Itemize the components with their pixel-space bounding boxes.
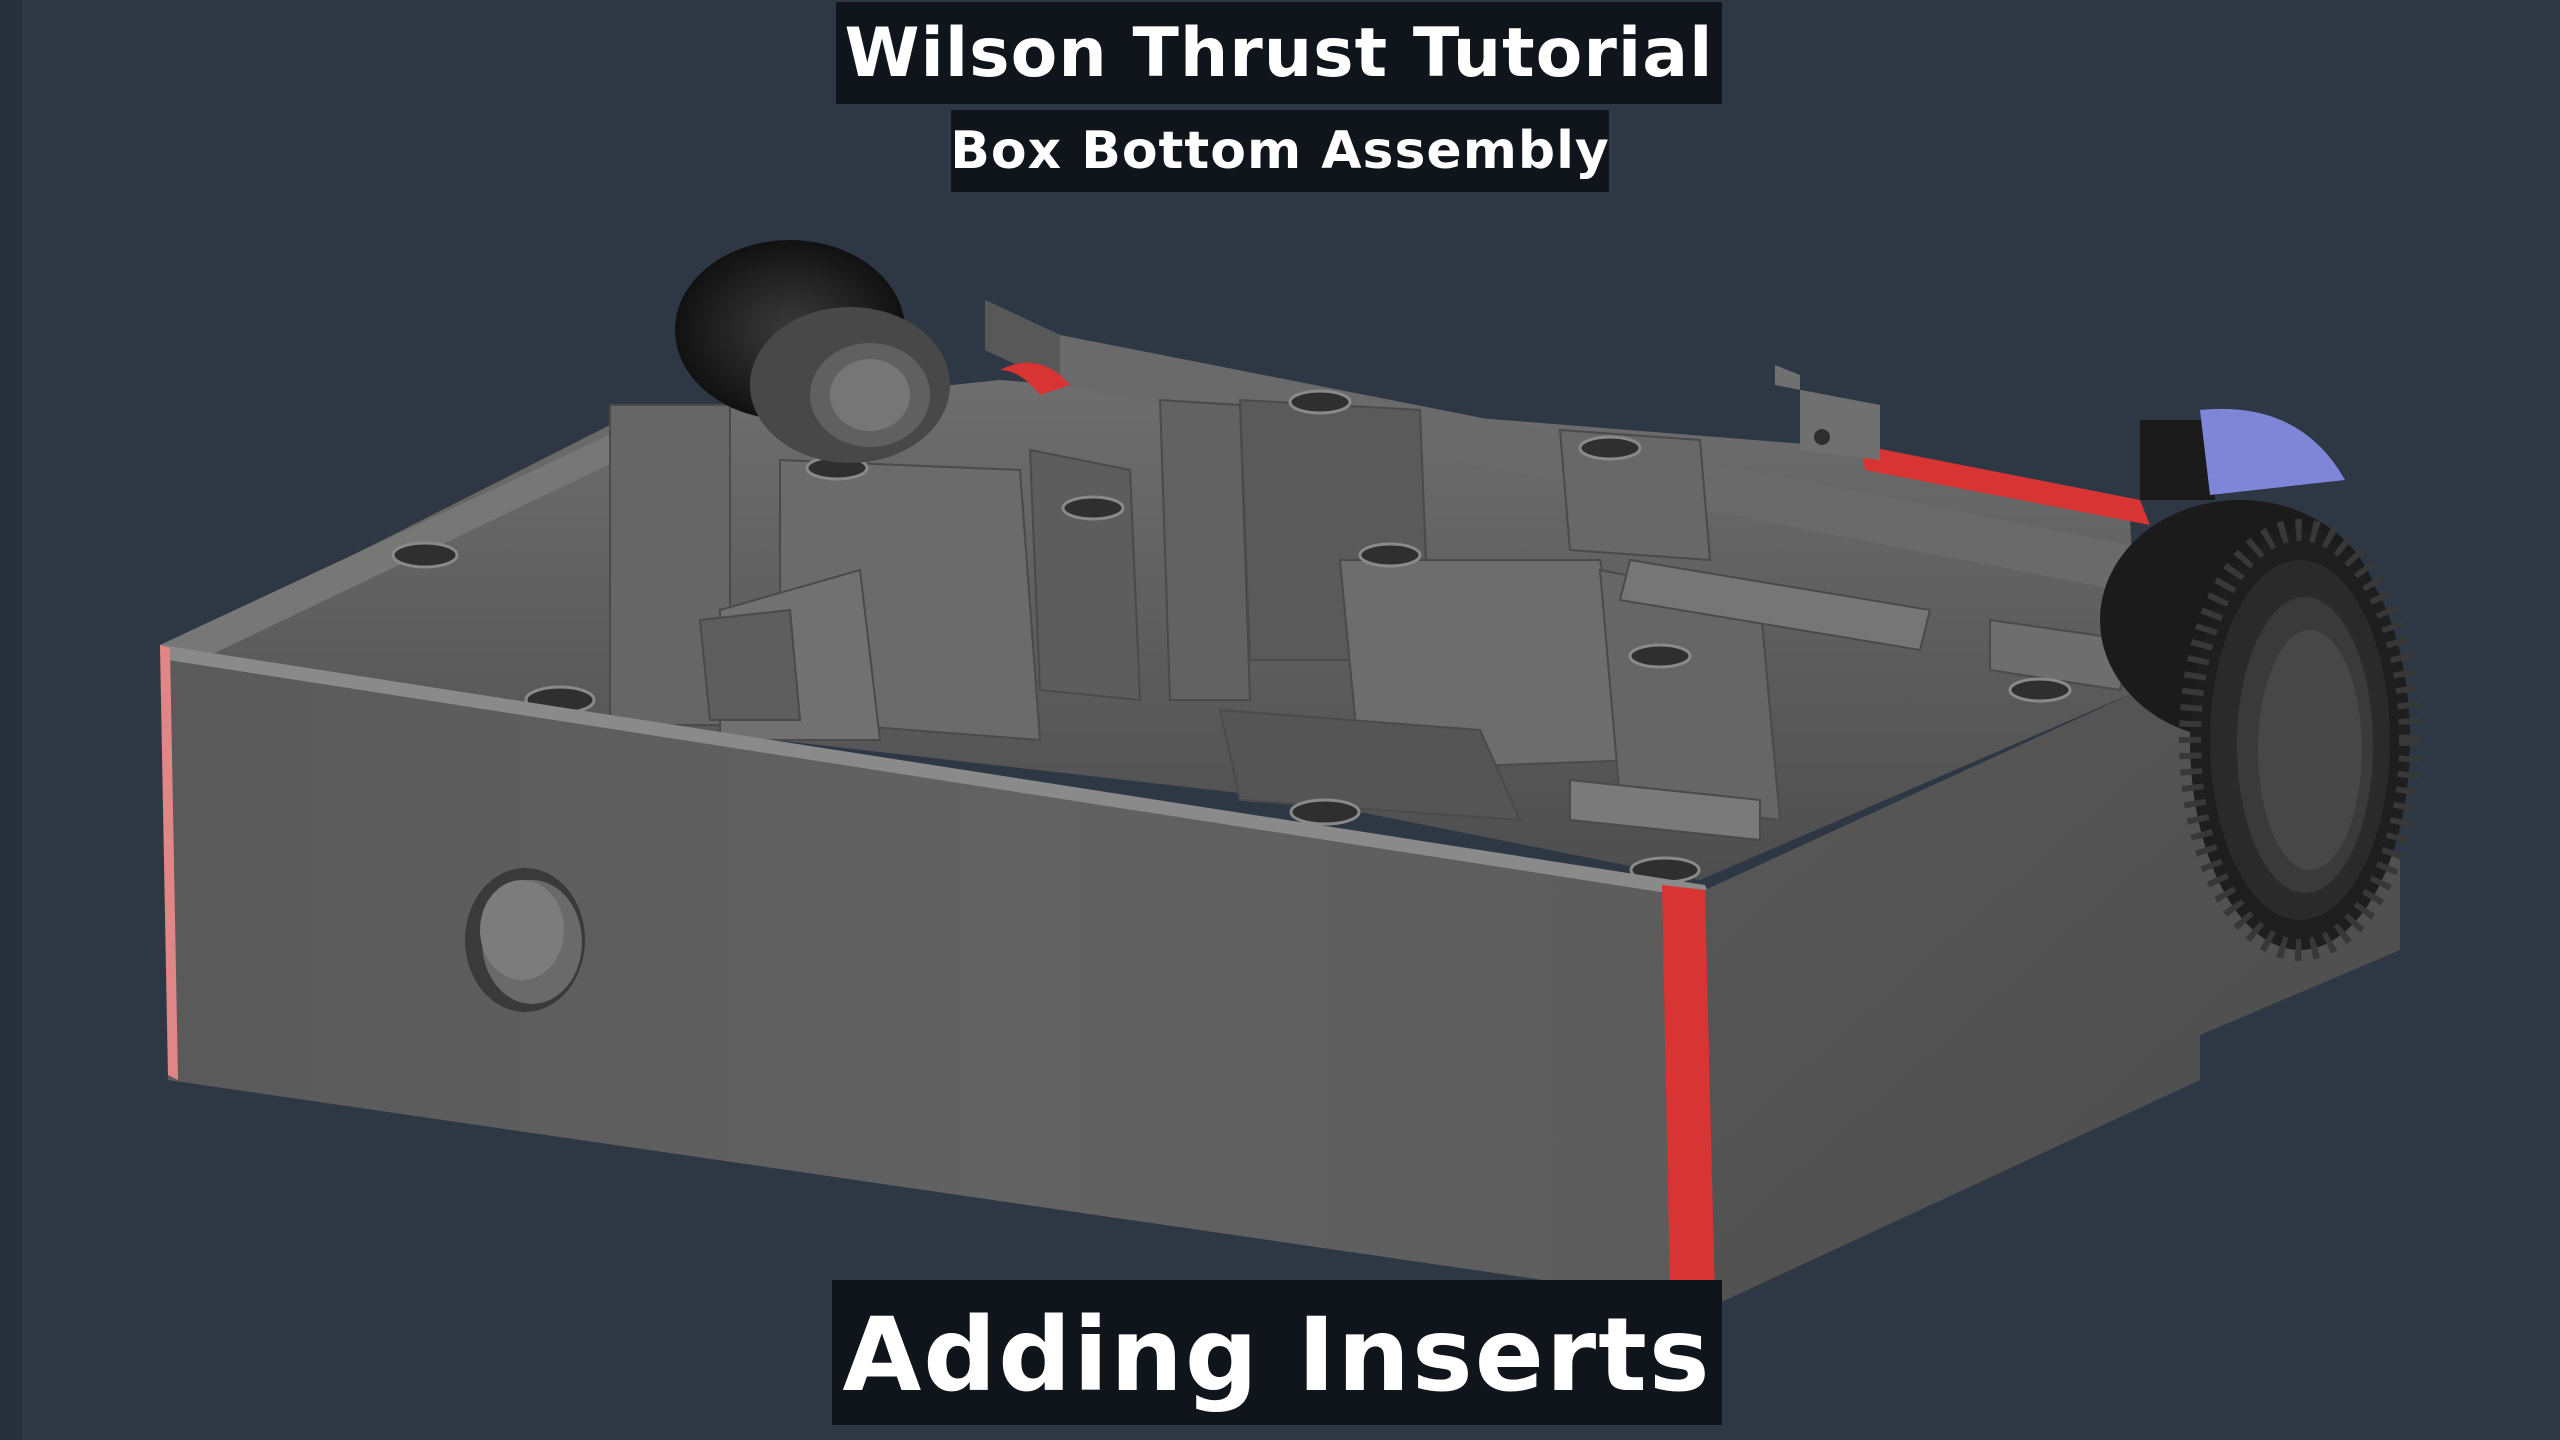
box-front-wall xyxy=(160,648,1715,1305)
video-title: Wilson Thrust Tutorial xyxy=(836,2,1722,104)
mounting-bracket xyxy=(1775,365,1880,460)
selected-component xyxy=(2140,408,2345,500)
box-bottom-part xyxy=(160,240,2421,1305)
video-subtitle: Box Bottom Assembly xyxy=(950,110,1609,192)
screw-holes xyxy=(391,389,2072,884)
left-bearing xyxy=(675,240,950,463)
step-caption: Adding Inserts xyxy=(832,1280,1722,1425)
right-bearing xyxy=(2100,500,2421,961)
frame-edge xyxy=(0,0,22,1440)
front-port-hole xyxy=(465,868,585,1012)
